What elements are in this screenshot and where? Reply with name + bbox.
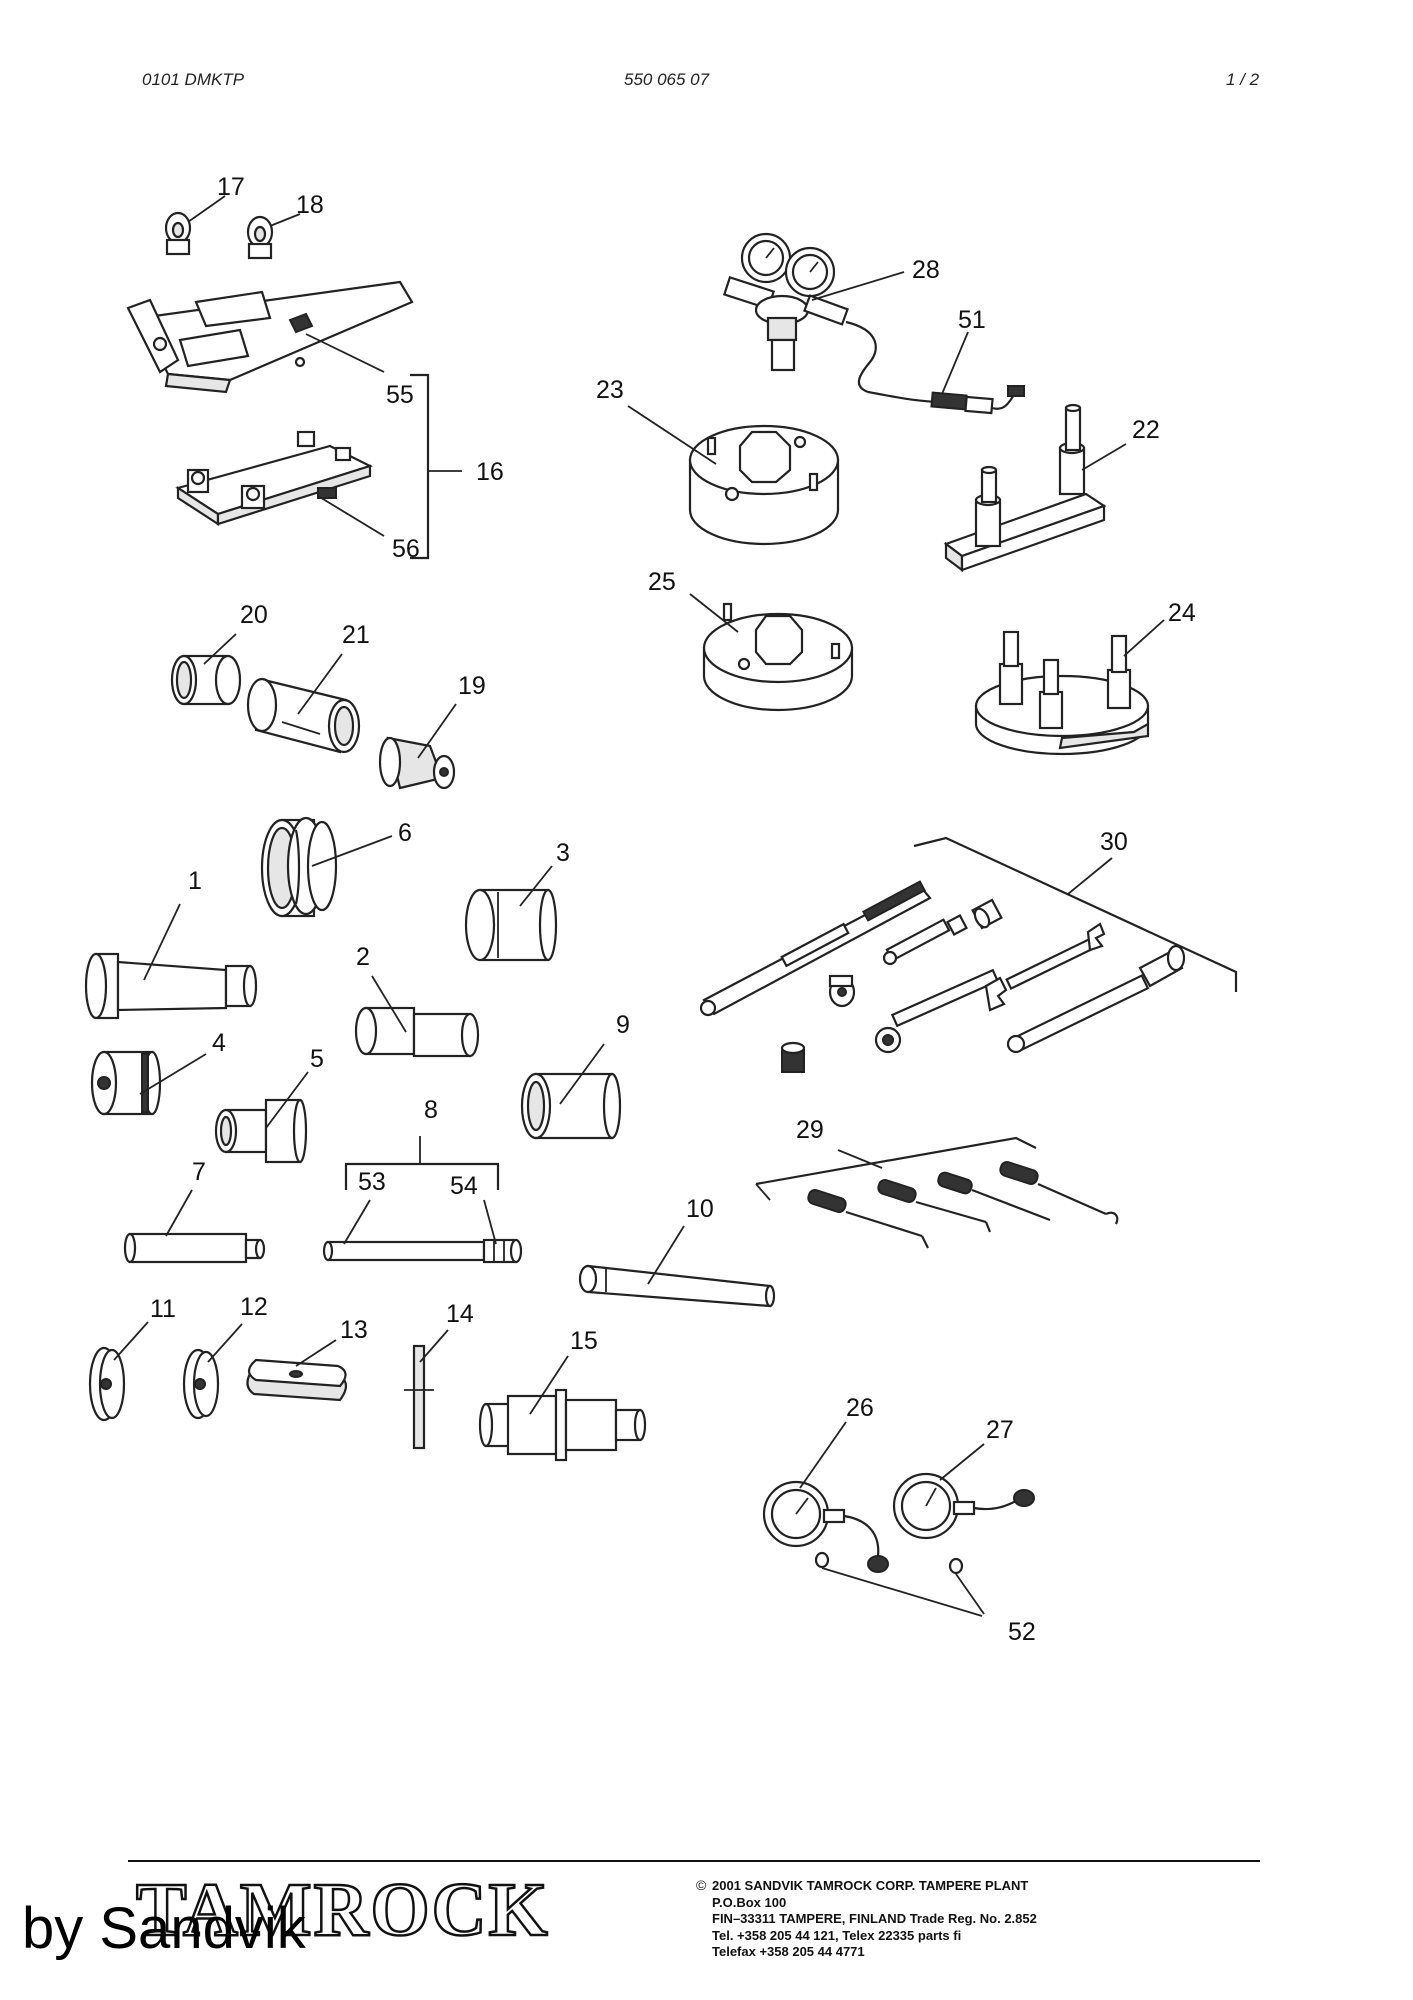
part-17-eyebolt	[164, 211, 192, 256]
bracket-30	[913, 836, 1238, 992]
part-4-bushing	[90, 1050, 162, 1116]
callout-5: 5	[310, 1045, 324, 1073]
callout-25: 25	[648, 568, 676, 596]
part-53-fixture	[126, 280, 414, 394]
callout-14: 14	[446, 1300, 474, 1328]
callout-17: 17	[217, 173, 245, 201]
part-3-bushing	[464, 888, 558, 962]
bracket-8	[344, 1162, 500, 1190]
part-24-stand	[974, 630, 1150, 756]
part-30-crowfoot	[828, 974, 856, 1008]
footer-line-2: P.O.Box 100	[712, 1894, 787, 1910]
part-30-torque-wrench	[699, 880, 932, 1017]
callout-10: 10	[686, 1195, 714, 1223]
callout-24: 24	[1168, 599, 1196, 627]
part-13-plate	[246, 1358, 348, 1402]
part-6-bushing	[260, 816, 338, 918]
callout-53: 55	[386, 381, 414, 409]
callout-20: 20	[240, 601, 268, 629]
callout-28: 28	[912, 256, 940, 284]
part-30-hammer	[1006, 944, 1186, 1054]
part-18-eyebolt	[246, 215, 274, 260]
part-30-open-spanner	[1005, 922, 1106, 991]
part-1-shaft	[84, 952, 258, 1020]
callout-26: 26	[846, 1394, 874, 1422]
part-30-socket	[971, 898, 1003, 930]
page-number: 1 / 2	[1226, 70, 1260, 89]
callout-11: 11	[150, 1295, 176, 1323]
callout-13: 13	[340, 1316, 368, 1344]
footer-line-5: Telefax +358 205 44 4771	[712, 1944, 865, 1959]
part-12-disc	[182, 1348, 220, 1420]
callout-29: 29	[796, 1116, 824, 1144]
callout-1: 1	[188, 867, 202, 895]
callout-8: 8	[424, 1096, 438, 1124]
bracket-16	[410, 373, 430, 560]
copyright-symbol: ©	[696, 1877, 707, 1893]
callout-51: 51	[958, 306, 986, 334]
doc-code: 0101 DMKTP	[142, 70, 245, 89]
footer-rule	[128, 1860, 1260, 1862]
callout-18: 18	[296, 191, 324, 219]
callout-16: 16	[476, 458, 504, 486]
part-9-bushing	[520, 1072, 622, 1140]
callout-55: 53	[358, 1168, 386, 1196]
callout-7: 7	[192, 1158, 206, 1186]
callout-22: 22	[1132, 416, 1160, 444]
callout-19: 19	[458, 672, 486, 700]
callout-23: 23	[596, 376, 624, 404]
footer-line-4: Tel. +358 205 44 121, Telex 22335 parts …	[712, 1927, 962, 1943]
part-28-regulator	[722, 232, 877, 394]
bracket-29	[755, 1136, 1037, 1186]
callout-15: 15	[570, 1327, 598, 1355]
part-7-pin	[123, 1232, 266, 1264]
part-23-base	[688, 424, 840, 546]
callout-21: 21	[342, 621, 370, 649]
part-10-tube	[578, 1264, 776, 1308]
part-14-shim	[404, 1344, 434, 1450]
part-25-base	[702, 602, 854, 712]
part-30-adapter	[780, 1041, 806, 1073]
part-51-hose	[867, 385, 1025, 415]
footer-address: © 2001 SANDVIK TAMROCK CORP. TAMPERE PLA…	[696, 1877, 1037, 1961]
callout-4: 4	[212, 1029, 226, 1057]
part-29-pick-3	[937, 1171, 1051, 1222]
callout-52: 52	[1008, 1618, 1036, 1646]
part-number: 550 065 07	[624, 70, 710, 89]
footer-line-1: 2001 SANDVIK TAMROCK CORP. TAMPERE PLANT	[712, 1878, 1029, 1893]
part-5-nut	[214, 1098, 308, 1164]
callout-9: 9	[616, 1011, 630, 1039]
part-21-sleeve	[246, 677, 361, 754]
part-54-plate	[175, 430, 373, 527]
part-26-gauge	[762, 1480, 889, 1573]
part-2-sleeve	[354, 1006, 480, 1058]
part-20-ring	[170, 654, 242, 706]
part-52-orings	[814, 1551, 964, 1575]
callout-6: 6	[398, 819, 412, 847]
callout-56: 54	[450, 1172, 478, 1200]
part-29-pick-2	[877, 1179, 992, 1233]
part-55-56-rod	[322, 1238, 523, 1264]
watermark: by Sandvik	[22, 1896, 306, 1961]
callout-2: 2	[356, 943, 370, 971]
callout-3: 3	[556, 839, 570, 867]
part-19-cone	[378, 736, 456, 790]
part-30-extension	[882, 914, 968, 966]
callout-27: 27	[986, 1416, 1014, 1444]
callout-30: 30	[1100, 828, 1128, 856]
part-30-ring-spanner	[874, 968, 1008, 1054]
footer-line-3: FIN–33311 TAMPERE, FINLAND Trade Reg. No…	[712, 1911, 1037, 1926]
part-29-pick-1	[807, 1189, 929, 1249]
tamrock-logo: TAMROCK	[135, 1868, 550, 1952]
callout-12: 12	[240, 1293, 268, 1321]
part-27-gauge	[892, 1472, 1035, 1540]
part-29-pick-4	[999, 1161, 1119, 1225]
part-15-adapter	[478, 1388, 647, 1462]
part-22-stand	[943, 403, 1107, 573]
part-11-disc	[88, 1346, 126, 1422]
